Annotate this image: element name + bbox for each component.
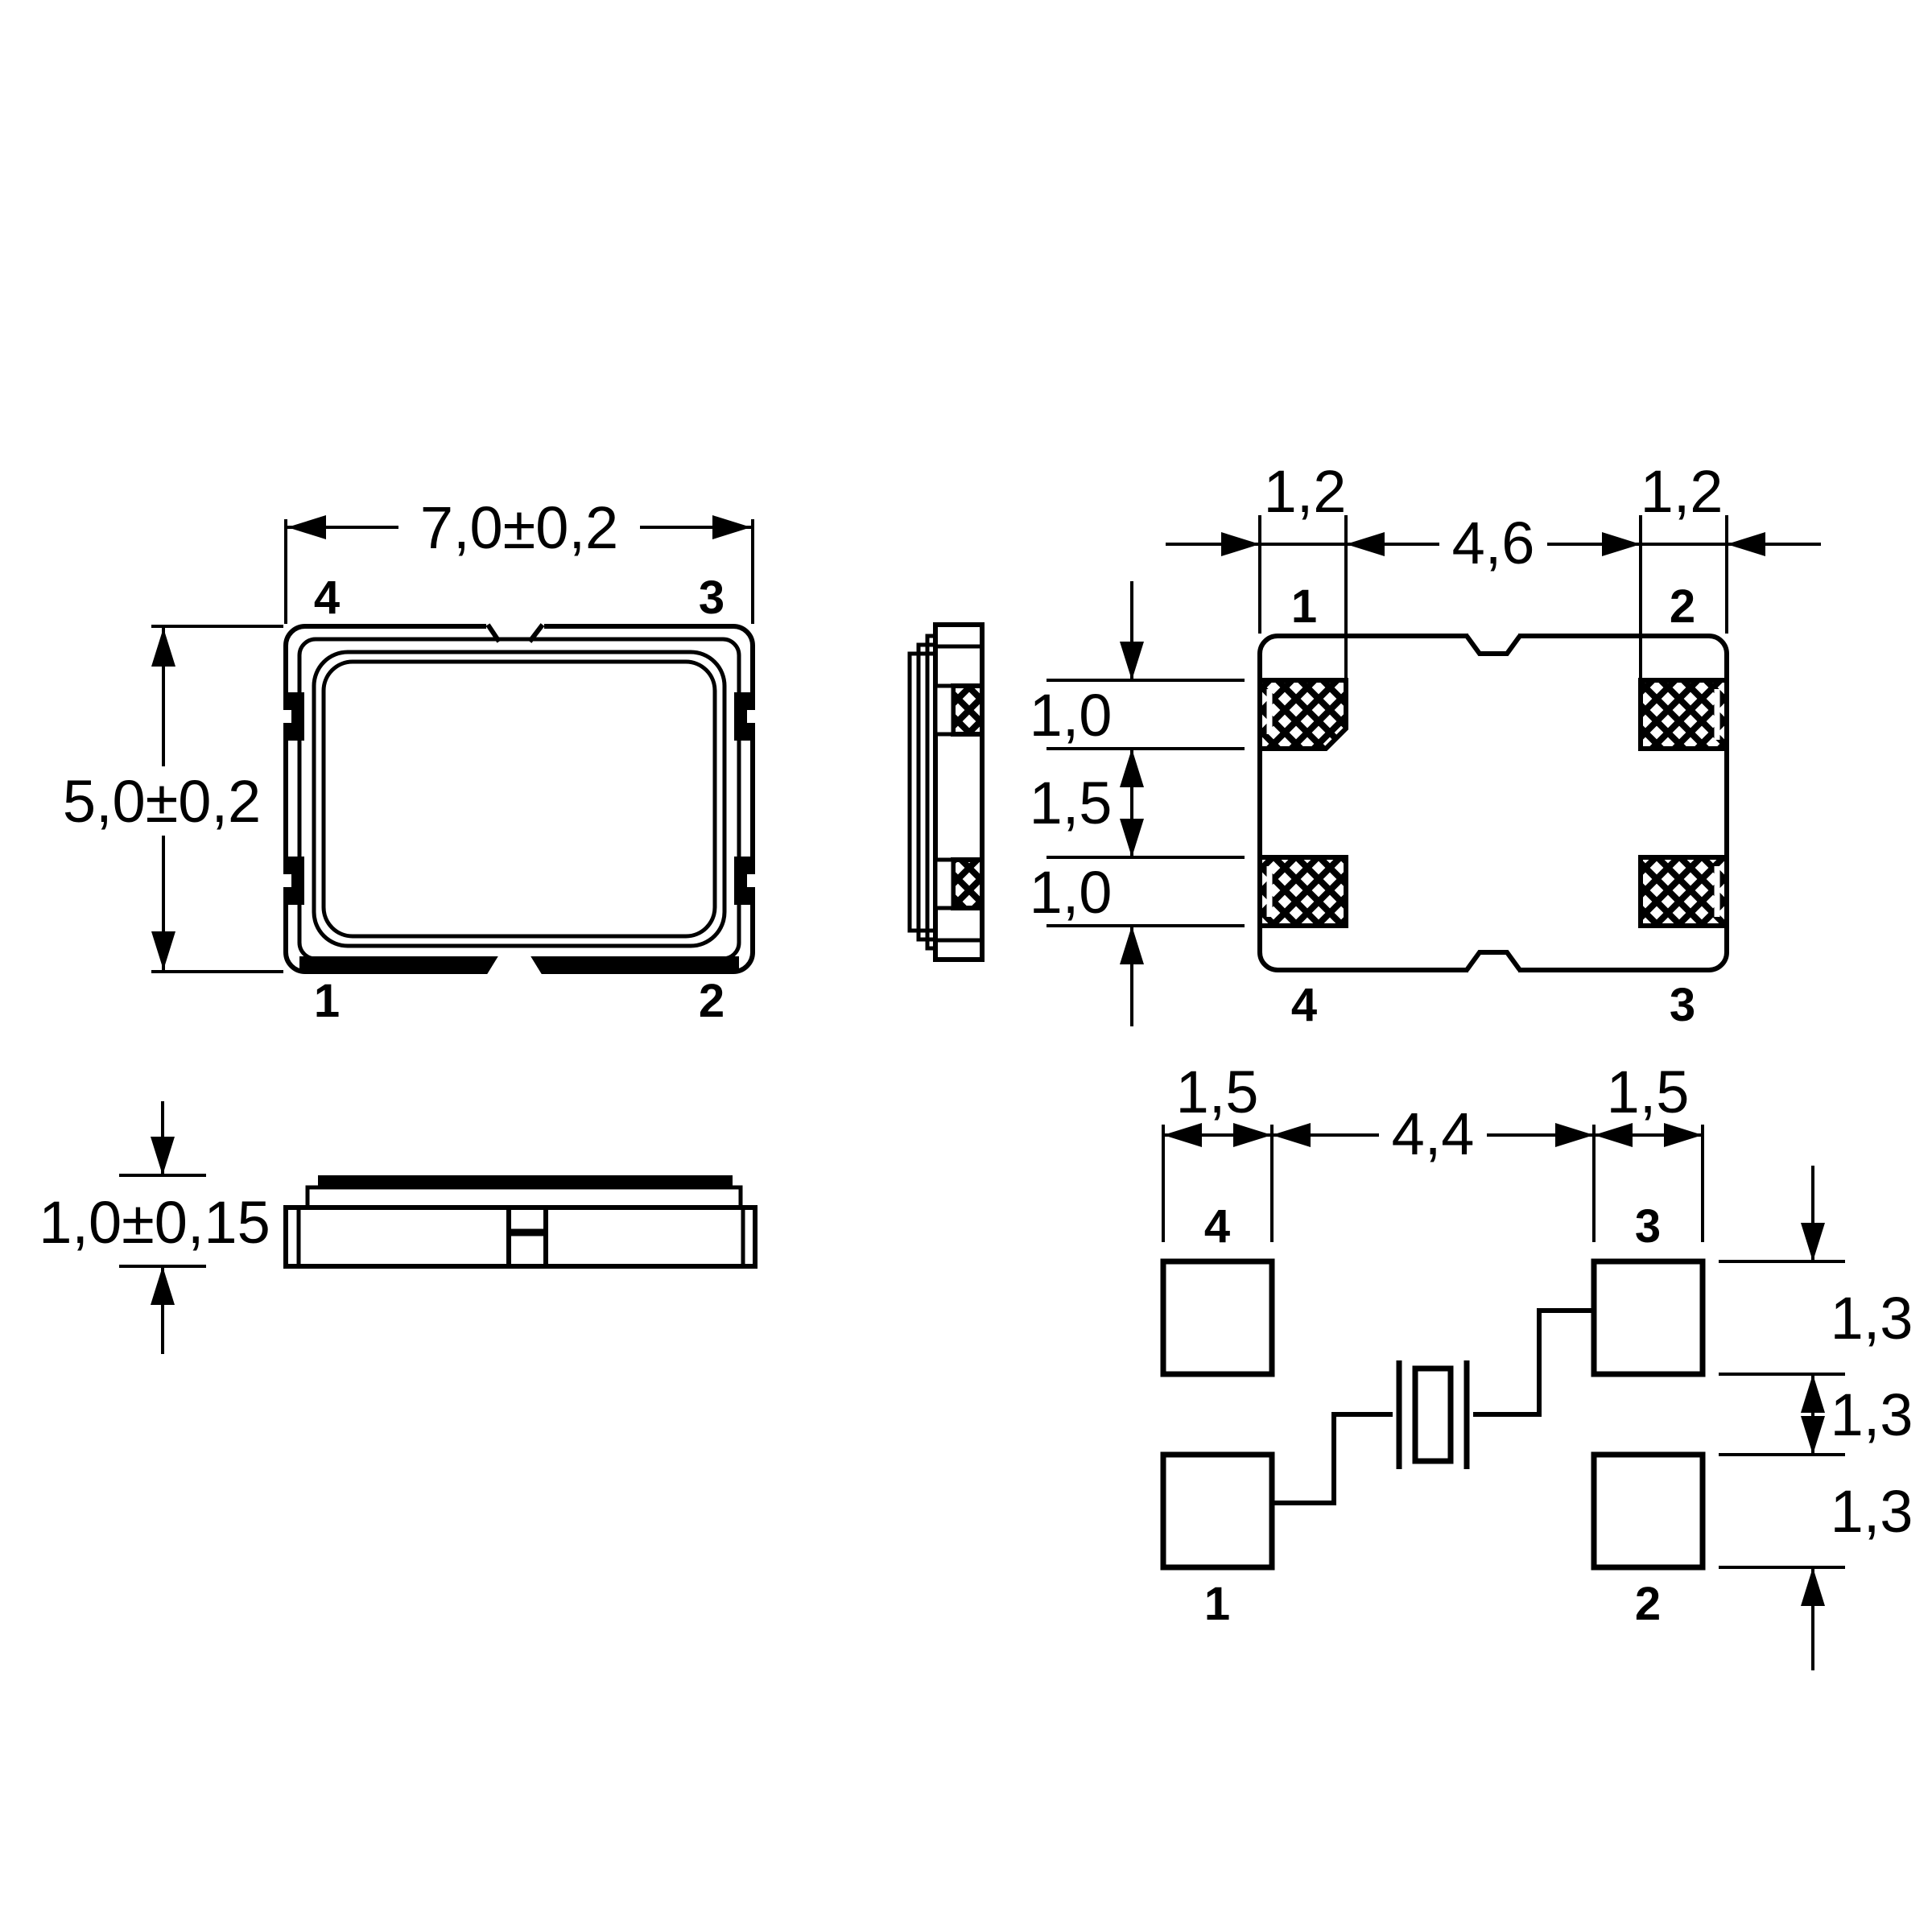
arrowhead-left xyxy=(1727,532,1765,556)
bottom-view: 1,2 4,6 1,2 1,0 1,5 1,0 1 2 4 3 xyxy=(1030,458,1821,1031)
pad-label-3: 3 xyxy=(1635,1200,1661,1253)
pin-label-1: 1 xyxy=(314,975,340,1027)
arrowhead-up xyxy=(151,1266,175,1305)
lid-layer xyxy=(925,634,935,951)
land-pad-4 xyxy=(1160,1258,1275,1377)
arrowhead-right xyxy=(1555,1123,1594,1147)
dim-label-pad-span: 4,6 xyxy=(1452,510,1535,576)
dim-label-pad-width-left: 1,2 xyxy=(1264,458,1347,525)
trace-pad3 xyxy=(1473,1308,1594,1417)
arrowhead-down xyxy=(1801,1223,1825,1261)
pin-label-1: 1 xyxy=(1291,580,1317,633)
dim-label-land-width-right: 1,5 xyxy=(1607,1059,1690,1125)
top-notch-mask xyxy=(1468,631,1518,641)
lid-outline xyxy=(312,650,727,948)
arrowhead-up xyxy=(1120,749,1144,787)
dim-label-height: 5,0±0,2 xyxy=(63,768,261,835)
land-pad-2 xyxy=(1591,1451,1706,1571)
arrowhead-left xyxy=(1272,1123,1311,1147)
pad-4 xyxy=(1257,855,1348,928)
castellation-notch xyxy=(283,874,291,887)
arrowhead-right xyxy=(1221,532,1260,556)
arrowhead-right xyxy=(1233,1123,1272,1147)
crystal-body xyxy=(1412,1365,1454,1464)
label-mask xyxy=(1379,1099,1487,1168)
arrowhead-left xyxy=(1594,1123,1633,1147)
castellation-notch xyxy=(283,710,291,723)
bottom-notch-mask xyxy=(1468,965,1518,975)
lid-layer xyxy=(916,642,935,942)
arrowhead-left xyxy=(1346,532,1385,556)
pad-label-1: 1 xyxy=(1204,1578,1230,1630)
label-mask xyxy=(398,493,640,562)
arrowhead-down xyxy=(1120,819,1144,857)
arrowhead-down xyxy=(1120,642,1144,680)
arrowhead-left xyxy=(1163,1123,1202,1147)
pin-label-4: 4 xyxy=(314,572,340,624)
pad-label-4: 4 xyxy=(1204,1200,1230,1253)
land-pad-1 xyxy=(1160,1451,1275,1571)
arrowhead-right xyxy=(712,515,751,539)
arrowhead-right xyxy=(1602,532,1641,556)
top-notch xyxy=(485,623,545,643)
dim-label-row-gap: 1,3 xyxy=(1831,1381,1913,1448)
pad-1 xyxy=(1257,678,1348,751)
package-inner-contour xyxy=(297,637,741,961)
arrowhead-up xyxy=(151,628,175,667)
dim-label-pad-height-top: 1,0 xyxy=(1030,682,1113,749)
dim-label-pad-gap: 1,5 xyxy=(1030,770,1113,836)
dim-label-land-width-left: 1,5 xyxy=(1176,1059,1259,1125)
front-view: 1,0±0,15 xyxy=(39,1101,758,1354)
arrowhead-down xyxy=(1801,1416,1825,1455)
top-notch-mask xyxy=(486,620,544,637)
pin-label-2: 2 xyxy=(699,975,724,1027)
pin-label-3: 3 xyxy=(1670,979,1695,1031)
dim-label-width: 7,0±0,2 xyxy=(420,494,618,561)
bottom-notch xyxy=(486,955,543,976)
arrowhead-up xyxy=(1120,926,1144,964)
side-body xyxy=(933,622,985,962)
side-pad-hatch xyxy=(951,857,985,910)
arrowhead-right xyxy=(1664,1123,1703,1147)
side-pad-recess xyxy=(933,683,956,737)
dim-label-pad-height-top: 1,3 xyxy=(1831,1285,1913,1352)
ceramic-rim xyxy=(305,1185,743,1210)
arrowhead-left xyxy=(287,515,326,539)
side-view xyxy=(907,622,985,962)
pad-label-2: 2 xyxy=(1635,1578,1661,1630)
castellation-notch xyxy=(747,710,755,723)
arrowhead-down xyxy=(151,1137,175,1175)
land-pattern: 1,5 4,4 1,5 1,3 1,3 1,3 4 3 1 2 xyxy=(1160,1059,1913,1670)
trace-pad1 xyxy=(1272,1412,1393,1505)
pad-2 xyxy=(1638,678,1729,751)
bottom-notch xyxy=(1464,950,1522,972)
pad-3 xyxy=(1638,855,1729,928)
castellation-notch xyxy=(747,874,755,887)
dim-label-pad-height-bottom: 1,3 xyxy=(1831,1478,1913,1545)
dim-label-pad-height-bottom: 1,0 xyxy=(1030,859,1113,926)
metal-lid xyxy=(318,1175,733,1188)
side-pad-hatch xyxy=(951,683,985,737)
dim-label-thickness: 1,0±0,15 xyxy=(39,1189,270,1256)
dim-label-land-span: 4,4 xyxy=(1392,1100,1475,1167)
arrowhead-down xyxy=(151,931,175,970)
pin-label-2: 2 xyxy=(1670,580,1695,633)
arrowhead-up xyxy=(1801,1374,1825,1413)
label-mask xyxy=(41,766,283,836)
side-pad-recess xyxy=(933,857,956,910)
pin-label-4: 4 xyxy=(1291,979,1317,1031)
arrowhead-up xyxy=(1801,1567,1825,1606)
lid-inner-outline xyxy=(321,659,717,939)
top-view: 7,0±0,2 5,0±0,2 4 3 1 2 xyxy=(41,493,755,1027)
dim-label-pad-width-right: 1,2 xyxy=(1641,458,1724,525)
package-outline xyxy=(283,624,755,974)
land-pad-3 xyxy=(1591,1258,1706,1377)
pin-label-3: 3 xyxy=(699,572,724,624)
front-body xyxy=(283,1205,758,1269)
top-notch xyxy=(1464,634,1522,656)
label-mask xyxy=(1439,508,1547,577)
lid-layer xyxy=(907,651,935,933)
